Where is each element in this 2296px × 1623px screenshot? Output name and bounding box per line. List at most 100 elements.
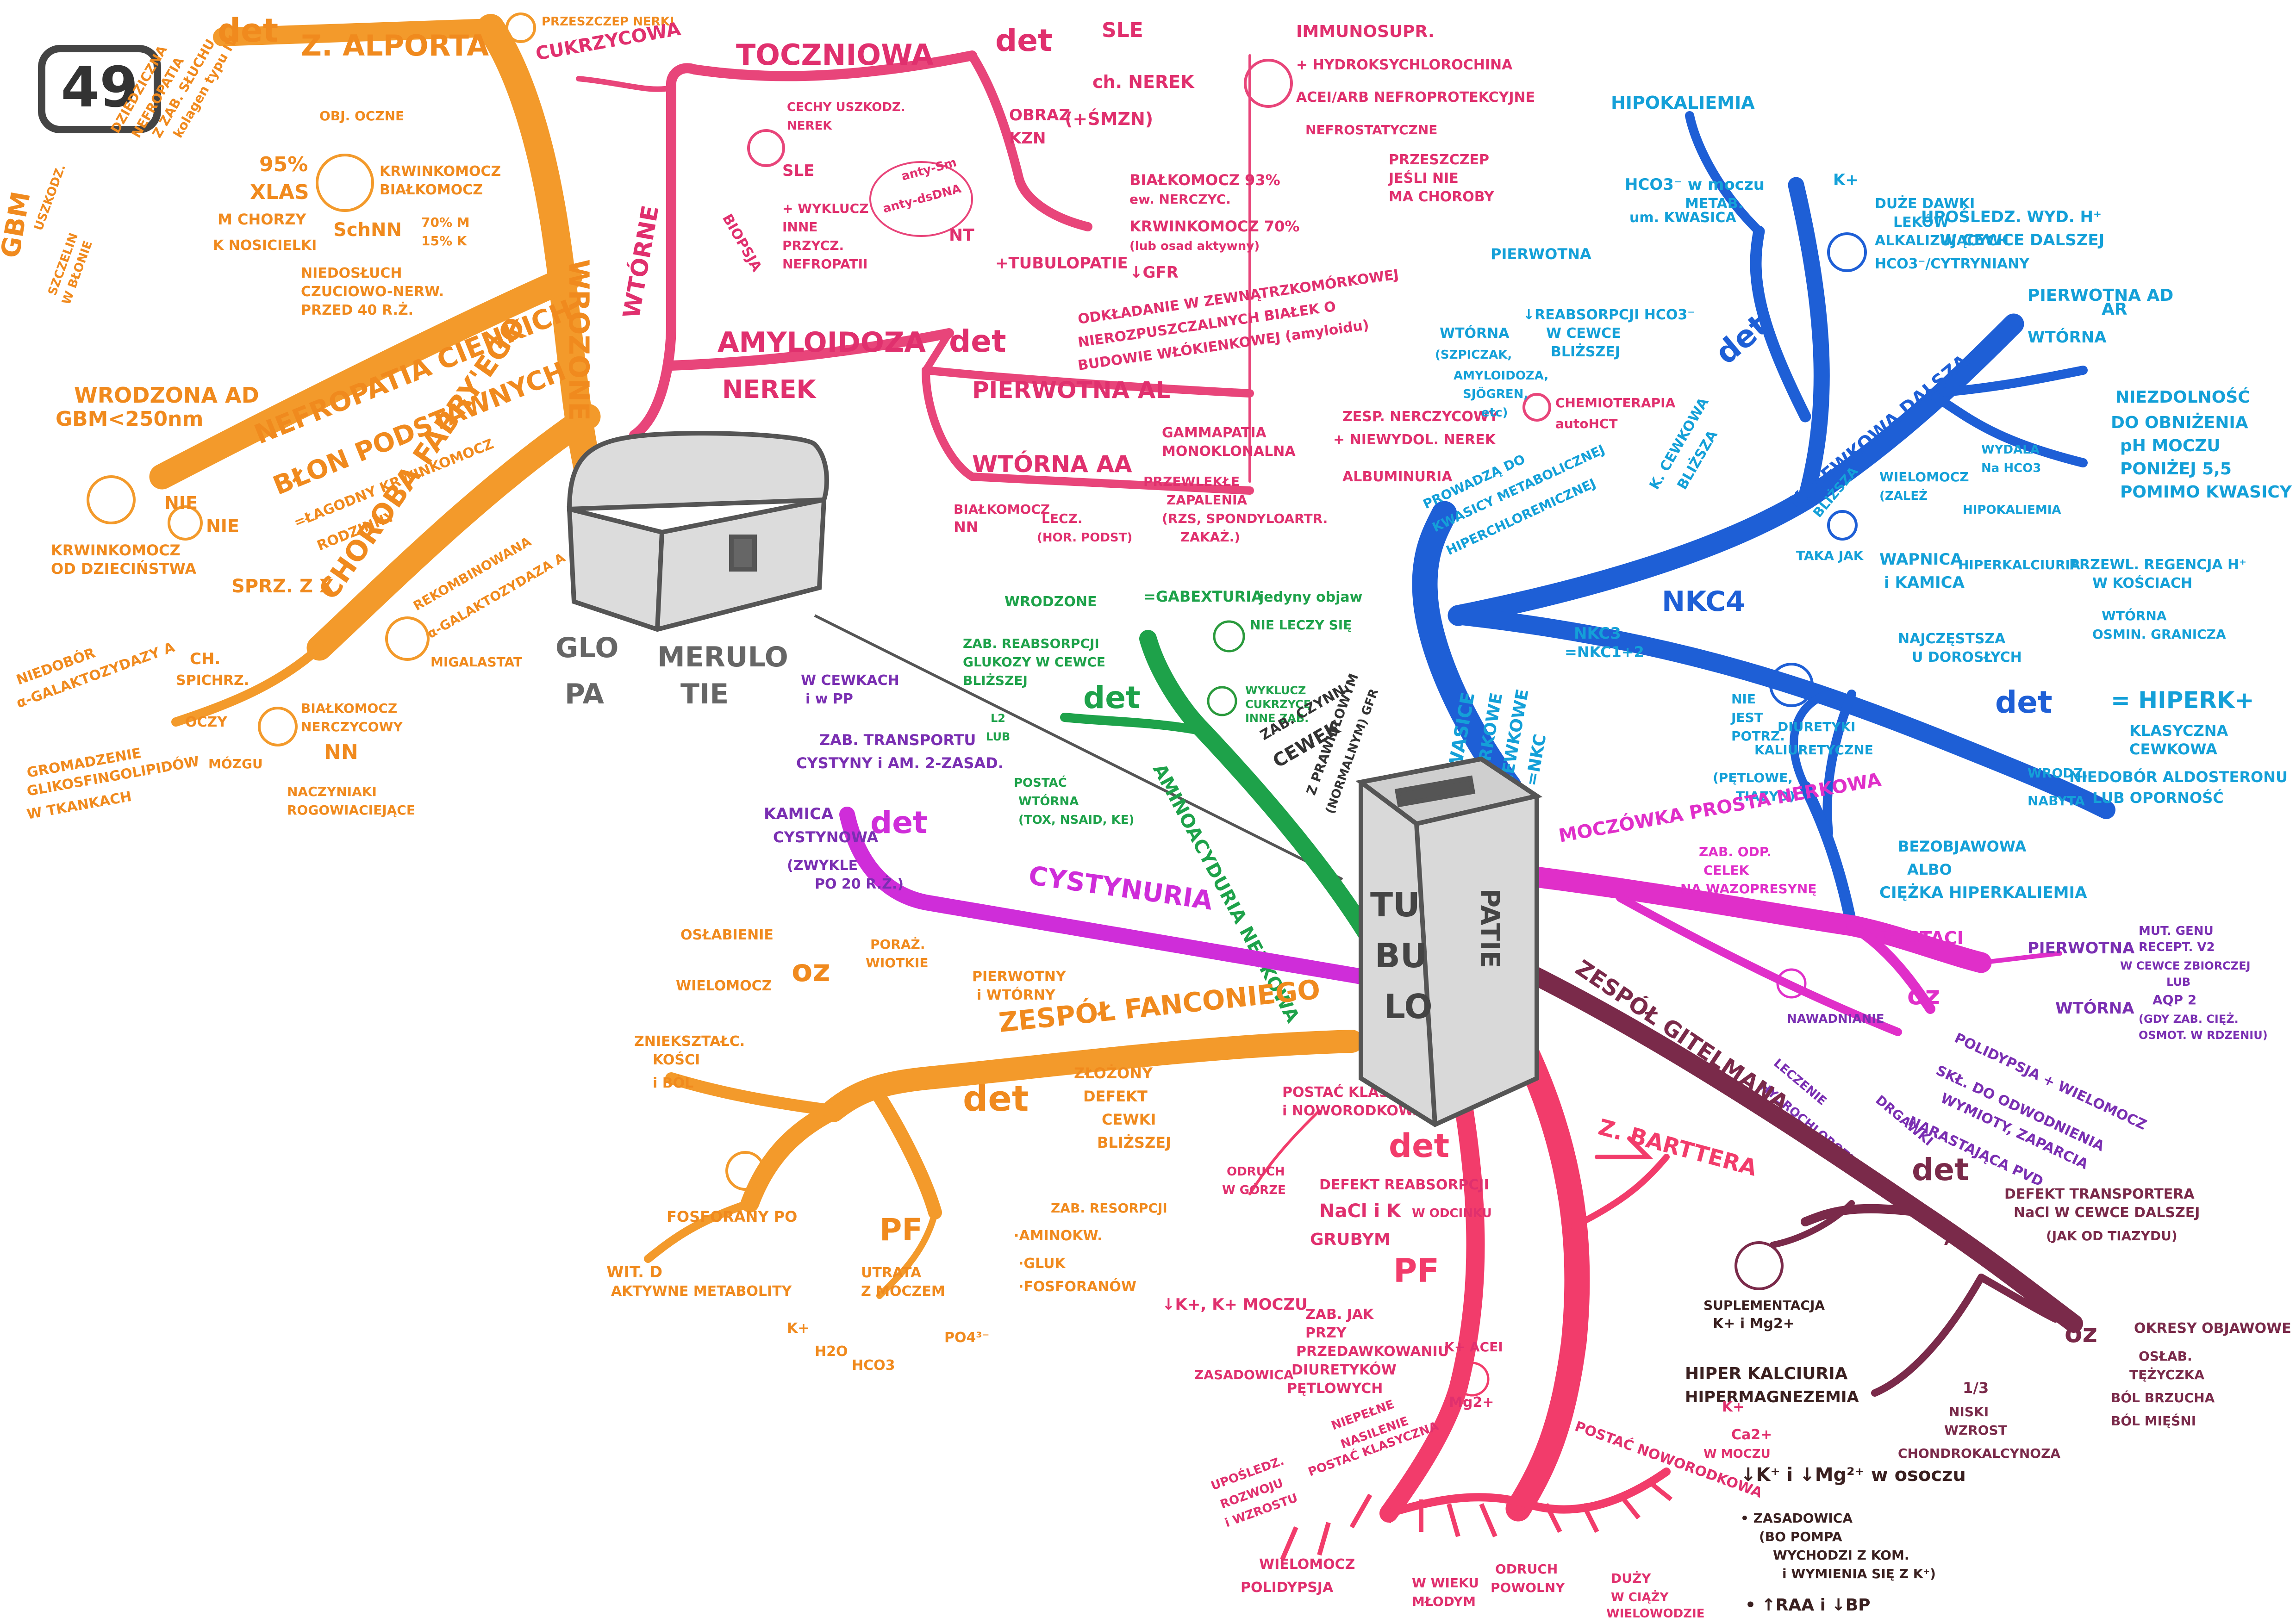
svg-text:jedyny objaw: jedyny objaw [1259,589,1362,605]
wtorna-aa: WTÓRNA AA [972,450,1132,478]
svg-text:NERCZYCOWY: NERCZYCOWY [301,719,403,734]
svg-text:det: det [1389,1127,1449,1165]
svg-text:HIPOKALIEMIA: HIPOKALIEMIA [1963,503,2061,517]
svg-text:det: det [963,1078,1029,1119]
svg-text:GAMMAPATIA: GAMMAPATIA [1162,425,1267,441]
svg-text:XLAS: XLAS [250,180,309,204]
svg-text:ALKALIZUJĄCYCH: ALKALIZUJĄCYCH [1875,233,2009,249]
svg-text:PONIŻEJ 5,5: PONIŻEJ 5,5 [2120,459,2232,479]
svg-text:UPOŚLEDZ. WYD. H⁺: UPOŚLEDZ. WYD. H⁺ [1921,207,2102,226]
svg-text:PRZEDAWKOWANIU: PRZEDAWKOWANIU [1296,1343,1449,1360]
svg-text:CHEMIOTERAPIA: CHEMIOTERAPIA [1555,395,1676,410]
svg-text:= HIPERK+: = HIPERK+ [2111,687,2254,714]
svg-text:(+ŚMZN): (+ŚMZN) [1065,109,1153,129]
svg-text:etc): etc) [1481,406,1508,420]
svg-text:=NKC1+2: =NKC1+2 [1565,643,1644,661]
svg-text:NT: NT [949,226,974,245]
svg-text:ZŁOŻONY: ZŁOŻONY [1074,1064,1153,1082]
svg-text:W MOCZU: W MOCZU [1703,1447,1771,1461]
svg-text:CECHY USZKODZ.: CECHY USZKODZ. [787,100,905,114]
svg-text:BIAŁKOMOCZ: BIAŁKOMOCZ [380,182,483,198]
svg-text:PF: PF [1393,1252,1439,1290]
svg-text:WIOTKIE: WIOTKIE [866,955,928,970]
svg-text:GLUKOZY W CEWCE: GLUKOZY W CEWCE [963,654,1105,670]
svg-text:WRODZONA AD: WRODZONA AD [74,383,259,408]
svg-text:HIPERMAGNEZEMIA: HIPERMAGNEZEMIA [1685,1388,1859,1406]
svg-text:BLIŻSZEJ: BLIŻSZEJ [1097,1134,1171,1151]
alport-title: Z. ALPORTA [301,29,489,62]
svg-text:PRZY: PRZY [1305,1325,1347,1341]
svg-text:(ZWYKLE: (ZWYKLE [787,858,858,874]
svg-text:ROGOWIACIEJĄCE: ROGOWIACIEJĄCE [287,802,415,818]
svg-text:GRUBYM: GRUBYM [1310,1230,1391,1249]
svg-text:CEWKI: CEWKI [1102,1111,1156,1128]
svg-text:WTÓRNA: WTÓRNA [2028,328,2107,347]
svg-text:(TOX, NSAID, KE): (TOX, NSAID, KE) [1018,813,1134,827]
svg-text:AMYLOIDOZA,: AMYLOIDOZA, [1454,369,1548,383]
svg-text:·FOSFORANÓW: ·FOSFORANÓW [1018,1278,1136,1295]
svg-text:HIPER KALCIURIA: HIPER KALCIURIA [1685,1364,1848,1383]
svg-text:70% M: 70% M [421,215,470,230]
svg-text:SJÖGREN,: SJÖGREN, [1463,386,1528,401]
svg-text:WIELOMOCZ: WIELOMOCZ [676,978,772,994]
svg-text:OBRAZ: OBRAZ [1009,106,1070,124]
svg-text:LUB: LUB [2166,976,2190,989]
svg-text:det: det [995,23,1053,58]
svg-text:SLE: SLE [782,162,814,180]
svg-text:Mg2+: Mg2+ [1449,1394,1494,1411]
svg-text:METAB.: METAB. [1685,196,1743,212]
svg-text:NA WAZOPRESYNĘ: NA WAZOPRESYNĘ [1680,881,1816,896]
svg-text:GLO: GLO [555,632,618,664]
svg-text:HIPERKALCIURIA: HIPERKALCIURIA [1958,557,2080,572]
svg-text:BÓL BRZUCHA: BÓL BRZUCHA [2111,1390,2215,1405]
nkc-texts: HIPOKALIEMIA HCO3⁻ w moczu um. KWASICA M… [1421,93,2292,902]
svg-text:WTÓRNA: WTÓRNA [1018,794,1079,808]
svg-text:W KOŚCIACH: W KOŚCIACH [2092,574,2192,591]
branch-moczowka [1508,864,2062,1036]
svg-text:ch. NEREK: ch. NEREK [1092,72,1195,92]
svg-text:MIGALASTAT: MIGALASTAT [430,654,522,670]
svg-text:TIE: TIE [680,678,729,710]
svg-text:i BÓL: i BÓL [653,1074,693,1091]
branch-cystynuria [839,807,1369,984]
svg-text:W CEWCE DALSZEJ: W CEWCE DALSZEJ [1940,231,2104,249]
svg-text:MUT. GENU: MUT. GENU [2139,924,2214,938]
svg-text:LUB OPORNOŚĆ: LUB OPORNOŚĆ [2092,789,2224,807]
svg-text:=GABEXTURIA: =GABEXTURIA [1143,588,1263,605]
alport-det: det [218,12,278,50]
svg-text:OSŁABIENIE: OSŁABIENIE [680,927,774,943]
bartter-label: Z. BARTTERA [1596,1114,1759,1181]
svg-text:W CIĄŻY: W CIĄŻY [1611,1590,1669,1604]
svg-text:PO 20 R.Ż.): PO 20 R.Ż.) [815,876,904,892]
svg-text:oz: oz [1907,981,1940,1011]
branch-wtorne [576,50,1551,495]
svg-text:ZAKAŻ.): ZAKAŻ.) [1180,529,1240,545]
svg-text:MA CHOROBY: MA CHOROBY [1389,189,1495,205]
cystynuria-label: CYSTYNURIA [1027,860,1215,916]
cystynuria-notes: W CEWKACH i w PP ZAB. TRANSPORTU CYSTYNY… [764,672,1004,892]
svg-text:POSTACI: POSTACI [1879,928,1964,948]
svg-text:W CEWCE ZBIORCZEJ: W CEWCE ZBIORCZEJ [2120,959,2251,972]
svg-text:PA: PA [565,678,604,710]
svg-text:KRWINKOMOCZ: KRWINKOMOCZ [380,163,501,180]
svg-text:NEREK: NEREK [722,375,817,404]
svg-text:TAKA JAK: TAKA JAK [1796,548,1864,563]
svg-text:(JAK OD TIAZYDU): (JAK OD TIAZYDU) [2046,1228,2177,1244]
svg-text:WTÓRNA: WTÓRNA [2102,608,2167,623]
pierwotna-al: PIERWOTNA AL [972,377,1170,404]
svg-text:SPRZ. Z X: SPRZ. Z X [231,576,334,597]
svg-text:IMMUNOSUPR.: IMMUNOSUPR. [1296,22,1435,41]
gbm-label: GBM [0,189,37,260]
svg-text:CHONDROKALCYNOZA: CHONDROKALCYNOZA [1898,1446,2060,1461]
svg-text:M CHORZY: M CHORZY [218,211,306,228]
svg-text:WRODZ.: WRODZ. [2028,765,2088,781]
svg-text:OD DZIECIŃSTWA: OD DZIECIŃSTWA [51,560,196,578]
svg-text:BU: BU [1375,936,1427,975]
page-number-box: 49 [38,45,161,133]
svg-text:KLASYCZNA: KLASYCZNA [2129,722,2228,740]
svg-text:NaCl i K: NaCl i K [1319,1200,1402,1222]
svg-text:HCO3⁻/CYTRYNIANY: HCO3⁻/CYTRYNIANY [1875,256,2030,272]
svg-text:JEŚLI NIE: JEŚLI NIE [1388,169,1459,187]
page-number: 49 [61,56,138,120]
